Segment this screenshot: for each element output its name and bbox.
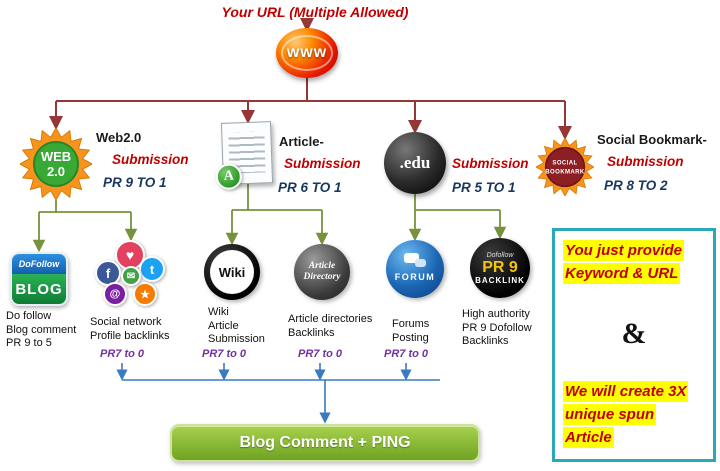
star-icon: ★: [133, 282, 157, 306]
branch-article-name: Article-: [279, 134, 324, 149]
subnode-wiki-label: Wiki Article Submission: [208, 306, 288, 347]
article-directory-label-bottom: Directory: [303, 272, 341, 282]
dofollow-blog-top-label: DoFollow: [12, 254, 66, 274]
subnode-forum-line1: Forums: [392, 318, 430, 330]
subnode-articledir-line1: Article directories: [288, 313, 373, 325]
offer-create-line3: Article: [563, 427, 614, 448]
pr9-backlink-icon: Dofollow PR 9 BACKLINK: [470, 238, 530, 298]
forum-label: FORUM: [394, 272, 436, 282]
subnode-wiki-pr: PR7 to 0: [201, 348, 246, 360]
branch-web20-name: Web2.0: [96, 130, 142, 145]
bookmark-text-bottom: BOOKMARK: [545, 169, 585, 175]
subnode-social-label: Social network Profile backlinks: [90, 316, 182, 343]
branch-bookmark-pr: PR 8 TO 2: [604, 178, 668, 193]
dofollow-blog-bottom-label: BLOG: [12, 274, 66, 304]
wiki-icon: Wiki: [204, 244, 260, 300]
branch-web20-submission: Submission: [112, 152, 189, 167]
speech-bubble-icon: [404, 253, 419, 263]
subnode-wiki-line2: Article: [208, 319, 239, 332]
subnode-dofollow-label: Do follow Blog comment PR 9 to 5: [6, 310, 94, 351]
subnode-wiki-line1: Wiki: [208, 306, 229, 318]
edu-label: .edu: [399, 153, 431, 172]
social-bookmark-badge-icon: SOCIAL BOOKMARK: [536, 138, 594, 196]
subnode-wiki-line3: Submission: [208, 333, 265, 345]
branch-bookmark-submission: Submission: [607, 154, 684, 169]
blog-comment-ping-button[interactable]: Blog Comment + PING: [170, 424, 480, 462]
subnode-forum-line2: Posting: [392, 331, 429, 344]
subnode-social-line2: Profile backlinks: [90, 329, 170, 342]
dofollow-blog-icon: DoFollow BLOG: [10, 252, 68, 306]
article-directory-label-top: Article: [308, 261, 336, 271]
subnode-forum-label: Forums Posting: [392, 318, 462, 345]
offer-create-block: We will create 3X unique spun Article: [563, 381, 705, 450]
web20-badge-icon: WEB 2.0: [20, 128, 92, 200]
offer-box: You just provide Keyword & URL & We will…: [552, 228, 716, 462]
article-directory-icon: Article Directory: [294, 244, 350, 300]
subnode-pr9-line3: Backlinks: [462, 335, 509, 347]
subnode-pr9-line1: High authority: [462, 308, 530, 320]
globe-label: www: [286, 44, 328, 61]
social-network-cluster-icon: ♥ f t @ ★ ✉: [95, 240, 167, 308]
subnode-articledir-pr: PR7 to 0: [297, 348, 342, 360]
offer-create-line1: We will create 3X: [563, 381, 689, 402]
subnode-pr9-line2: PR 9 Dofollow: [462, 321, 532, 334]
mail-icon: ✉: [121, 266, 141, 286]
forum-icon: FORUM: [386, 240, 444, 298]
subnode-dofollow-line1: Do follow: [6, 310, 52, 322]
branch-edu-pr: PR 5 TO 1: [452, 180, 516, 195]
edu-icon: .edu: [384, 132, 446, 194]
branch-article-submission: Submission: [284, 156, 361, 171]
pr9-bottom-label: BACKLINK: [475, 275, 525, 285]
bookmark-text-top: SOCIAL: [552, 161, 577, 167]
subnode-social-pr: PR7 to 0: [99, 348, 144, 360]
subnode-social-line1: Social network: [90, 316, 162, 328]
web20-badge-text-top: WEB: [41, 149, 71, 164]
branch-edu-submission: Submission: [452, 156, 529, 171]
subnode-articledir-label: Article directories Backlinks: [288, 313, 383, 340]
subnode-dofollow-line2: Blog comment: [6, 323, 77, 336]
subnode-articledir-line2: Backlinks: [288, 326, 335, 339]
subnode-dofollow-line3: PR 9 to 5: [6, 337, 52, 349]
pr9-top-label: Dofollow: [486, 251, 514, 259]
web20-badge-text-bottom: 2.0: [47, 164, 65, 179]
subnode-pr9-label: High authority PR 9 Dofollow Backlinks: [462, 308, 550, 349]
twitter-icon: t: [139, 256, 165, 282]
offer-provide-line2: Keyword & URL: [563, 263, 681, 284]
article-paper-icon: A: [215, 121, 274, 191]
offer-provide-line1: You just provide: [563, 240, 684, 261]
offer-create-line2: unique spun: [563, 404, 657, 425]
offer-provide-block: You just provide Keyword & URL: [563, 240, 705, 286]
speech-bubble-small-icon: [415, 259, 426, 267]
ping-button-label: Blog Comment + PING: [239, 434, 411, 451]
subnode-forum-pr: PR7 to 0: [383, 348, 428, 360]
www-globe-icon: www: [276, 28, 338, 78]
branch-web20-pr: PR 9 TO 1: [103, 175, 167, 190]
pr9-mid-label: PR 9: [482, 258, 518, 276]
ampersand: &: [621, 316, 647, 350]
wiki-label: Wiki: [210, 250, 254, 294]
globe-ring: [281, 35, 333, 71]
article-a-badge: A: [215, 163, 243, 191]
branch-bookmark-name: Social Bookmark-: [597, 132, 707, 147]
at-icon: @: [103, 282, 127, 306]
page-title: Your URL (Multiple Allowed): [221, 4, 409, 20]
branch-article-pr: PR 6 TO 1: [278, 180, 342, 195]
